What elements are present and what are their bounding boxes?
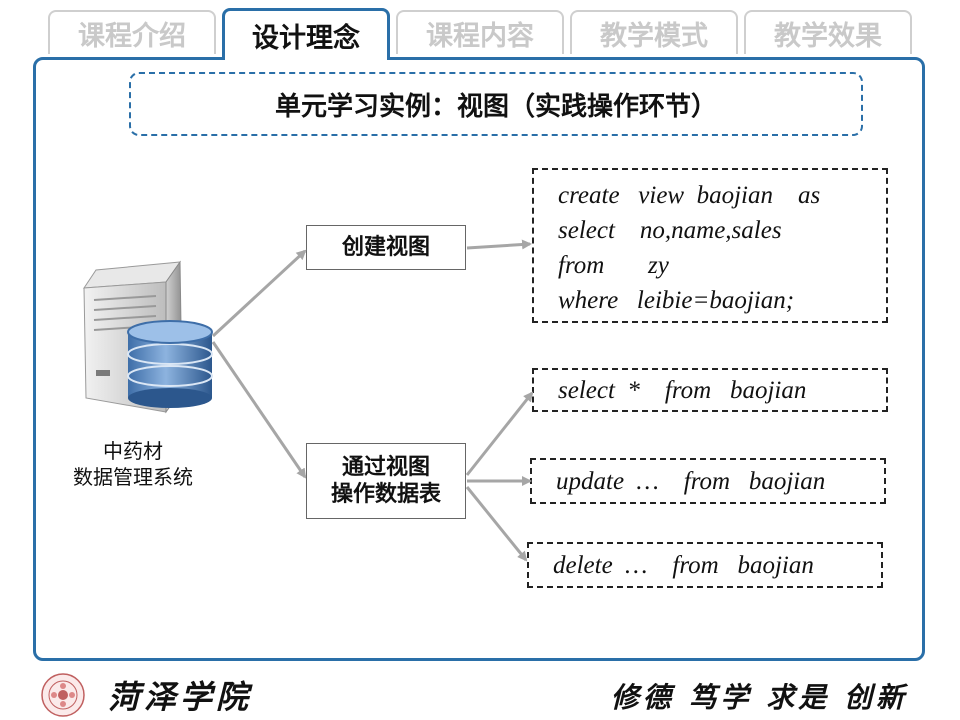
tab-course-content[interactable]: 课程内容	[396, 10, 564, 54]
tab-design-concept[interactable]: 设计理念	[222, 8, 390, 60]
operate-via-view-box: 通过视图 操作数据表	[306, 443, 466, 519]
operate-line2: 操作数据表	[330, 482, 441, 507]
code-line: create view baojian as	[558, 182, 821, 209]
tab-teaching-mode[interactable]: 教学模式	[570, 10, 738, 54]
create-view-code: create view baojian as select no,name,sa…	[532, 168, 888, 323]
operate-line1: 通过视图	[341, 454, 430, 480]
school-seal-icon	[41, 673, 85, 717]
code-line: select * from baojian	[558, 376, 807, 404]
update-code: update … from baojian	[530, 458, 886, 504]
school-motto: 修德 笃学 求是 创新	[610, 681, 908, 714]
system-label: 中药材 数据管理系统	[58, 438, 208, 490]
tab-course-intro[interactable]: 课程介绍	[48, 10, 216, 54]
system-label-line2: 数据管理系统	[73, 465, 193, 489]
code-line: delete … from baojian	[553, 551, 814, 579]
tab-teaching-effect[interactable]: 教学效果	[744, 10, 912, 54]
system-label-line1: 中药材	[103, 439, 163, 463]
delete-code: delete … from baojian	[527, 542, 883, 588]
select-code: select * from baojian	[532, 368, 888, 412]
create-view-box: 创建视图	[306, 225, 466, 270]
school-name: 菏泽学院	[108, 678, 253, 716]
code-line: update … from baojian	[556, 467, 826, 495]
slide-title: 单元学习实例：视图（实践操作环节）	[129, 72, 863, 136]
code-line: where leibie=baojian;	[558, 287, 795, 314]
code-line: select no,name,sales	[558, 217, 782, 244]
code-line: from zy	[558, 252, 669, 279]
